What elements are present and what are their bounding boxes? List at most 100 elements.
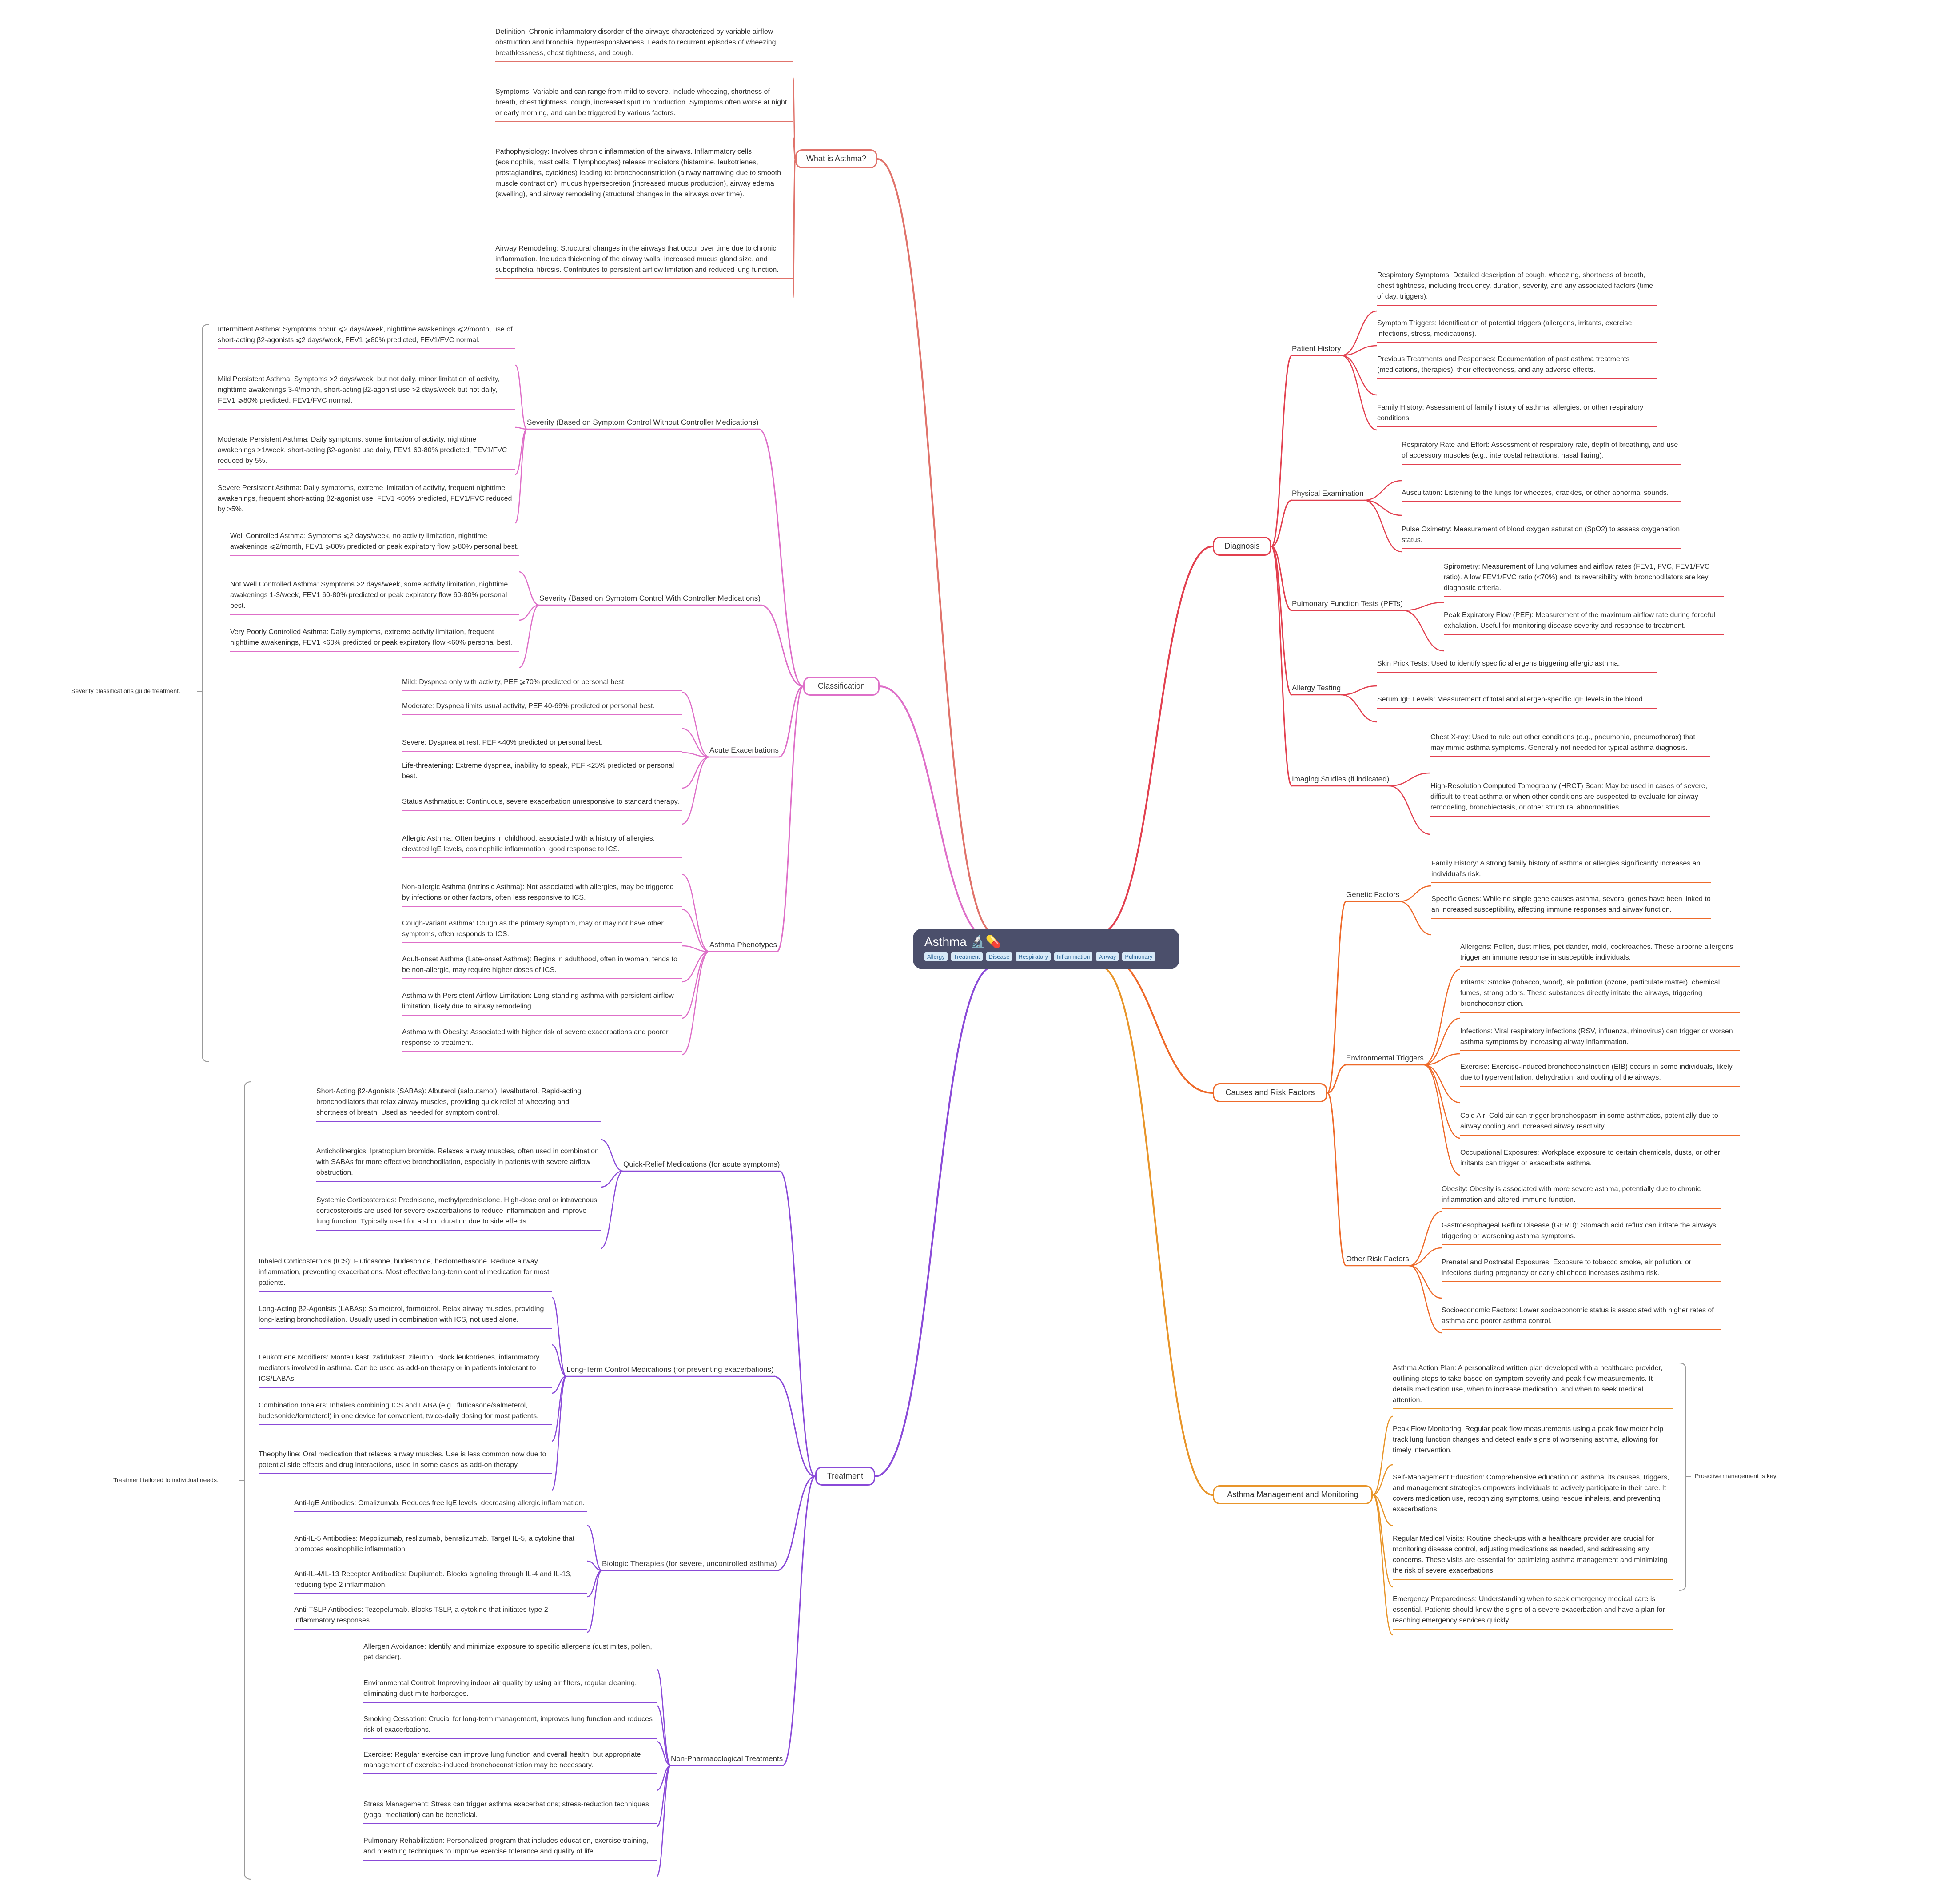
non-pharm-leaf[interactable]: Environmental Control: Improving indoor … bbox=[363, 1678, 657, 1703]
subtopic-longterm[interactable]: Long-Term Control Medications (for preve… bbox=[566, 1365, 774, 1374]
subtopic-imaging[interactable]: Imaging Studies (if indicated) bbox=[1292, 775, 1390, 783]
subtopic-genetic[interactable]: Genetic Factors bbox=[1346, 890, 1399, 899]
other-risk-leaf[interactable]: Obesity: Obesity is associated with more… bbox=[1442, 1184, 1721, 1209]
management-leaf[interactable]: Peak Flow Monitoring: Regular peak flow … bbox=[1393, 1424, 1673, 1459]
management-leaf[interactable]: Self-Management Education: Comprehensive… bbox=[1393, 1472, 1673, 1518]
subtopic-quick[interactable]: Quick-Relief Medications (for acute symp… bbox=[623, 1160, 780, 1168]
acute-leaf[interactable]: Status Asthmaticus: Continuous, severe e… bbox=[402, 797, 682, 811]
phenotypes-leaf[interactable]: Non-allergic Asthma (Intrinsic Asthma): … bbox=[402, 882, 682, 907]
severity-without-leaf[interactable]: Mild Persistent Asthma: Symptoms >2 days… bbox=[218, 374, 515, 410]
quick-relief-leaf[interactable]: Anticholinergics: Ipratropium bromide. R… bbox=[316, 1146, 601, 1182]
long-term-leaf[interactable]: Inhaled Corticosteroids (ICS): Fluticaso… bbox=[259, 1256, 552, 1292]
non-pharm-leaf[interactable]: Allergen Avoidance: Identify and minimiz… bbox=[363, 1642, 657, 1666]
other-risk-leaf[interactable]: Socioeconomic Factors: Lower socioeconom… bbox=[1442, 1305, 1721, 1330]
subtopic-allergy[interactable]: Allergy Testing bbox=[1292, 684, 1341, 692]
subtopic-acute[interactable]: Acute Exacerbations bbox=[709, 746, 779, 754]
acute-leaf[interactable]: Life-threatening: Extreme dyspnea, inabi… bbox=[402, 761, 682, 785]
tag-treatment[interactable]: Treatment bbox=[951, 952, 983, 961]
long-term-leaf[interactable]: Theophylline: Oral medication that relax… bbox=[259, 1449, 552, 1474]
genetic-leaf[interactable]: Family History: A strong family history … bbox=[1431, 858, 1711, 883]
main-topic-classification[interactable]: Classification bbox=[803, 677, 880, 696]
main-topic-diagnosis[interactable]: Diagnosis bbox=[1213, 537, 1271, 556]
phenotypes-leaf[interactable]: Asthma with Persistent Airflow Limitatio… bbox=[402, 991, 682, 1016]
management-leaf[interactable]: Asthma Action Plan: A personalized writt… bbox=[1393, 1363, 1673, 1409]
subtopic-phenotypes[interactable]: Asthma Phenotypes bbox=[709, 941, 777, 949]
main-topic-management[interactable]: Asthma Management and Monitoring bbox=[1213, 1485, 1373, 1504]
non-pharm-leaf[interactable]: Smoking Cessation: Crucial for long-term… bbox=[363, 1714, 657, 1739]
subtopic-physical[interactable]: Physical Examination bbox=[1292, 489, 1364, 498]
management-leaf[interactable]: Emergency Preparedness: Understanding wh… bbox=[1393, 1594, 1673, 1630]
phenotypes-leaf[interactable]: Adult-onset Asthma (Late-onset Asthma): … bbox=[402, 954, 682, 979]
long-term-leaf[interactable]: Leukotriene Modifiers: Montelukast, zafi… bbox=[259, 1352, 552, 1388]
allergy-testing-leaf[interactable]: Skin Prick Tests: Used to identify speci… bbox=[1377, 658, 1657, 673]
subtopic-pft[interactable]: Pulmonary Function Tests (PFTs) bbox=[1292, 599, 1403, 608]
patient-history-leaf[interactable]: Symptom Triggers: Identification of pote… bbox=[1377, 318, 1657, 343]
severity-without-leaf[interactable]: Moderate Persistent Asthma: Daily sympto… bbox=[218, 434, 515, 470]
what-leaf[interactable]: Airway Remodeling: Structural changes in… bbox=[495, 243, 793, 279]
acute-leaf[interactable]: Severe: Dyspnea at rest, PEF <40% predic… bbox=[402, 737, 682, 752]
tag-inflammation[interactable]: Inflammation bbox=[1054, 952, 1093, 961]
subtopic-nonpharm[interactable]: Non-Pharmacological Treatments bbox=[671, 1754, 783, 1763]
main-topic-treatment[interactable]: Treatment bbox=[815, 1467, 875, 1486]
non-pharm-leaf[interactable]: Pulmonary Rehabilitation: Personalized p… bbox=[363, 1836, 657, 1861]
environmental-leaf[interactable]: Infections: Viral respiratory infections… bbox=[1460, 1026, 1740, 1051]
severity-without-leaf[interactable]: Severe Persistent Asthma: Daily symptoms… bbox=[218, 483, 515, 518]
other-risk-leaf[interactable]: Gastroesophageal Reflux Disease (GERD): … bbox=[1442, 1220, 1721, 1245]
tag-pulmonary[interactable]: Pulmonary bbox=[1122, 952, 1155, 961]
main-topic-what[interactable]: What is Asthma? bbox=[795, 149, 877, 168]
subtopic-severity_with[interactable]: Severity (Based on Symptom Control With … bbox=[539, 594, 761, 602]
phenotypes-leaf[interactable]: Allergic Asthma: Often begins in childho… bbox=[402, 833, 682, 858]
biologic-leaf[interactable]: Anti-IgE Antibodies: Omalizumab. Reduces… bbox=[294, 1498, 587, 1512]
imaging-leaf[interactable]: Chest X-ray: Used to rule out other cond… bbox=[1430, 732, 1710, 757]
biologic-leaf[interactable]: Anti-TSLP Antibodies: Tezepelumab. Block… bbox=[294, 1605, 587, 1630]
environmental-leaf[interactable]: Exercise: Exercise-induced bronchoconstr… bbox=[1460, 1062, 1740, 1087]
subtopic-biologic[interactable]: Biologic Therapies (for severe, uncontro… bbox=[602, 1559, 777, 1568]
environmental-leaf[interactable]: Cold Air: Cold air can trigger bronchosp… bbox=[1460, 1111, 1740, 1136]
other-risk-leaf[interactable]: Prenatal and Postnatal Exposures: Exposu… bbox=[1442, 1257, 1721, 1282]
non-pharm-leaf[interactable]: Stress Management: Stress can trigger as… bbox=[363, 1799, 657, 1824]
severity-with-leaf[interactable]: Well Controlled Asthma: Symptoms ⩽2 days… bbox=[230, 531, 519, 556]
acute-leaf[interactable]: Moderate: Dyspnea limits usual activity,… bbox=[402, 701, 682, 715]
what-leaf[interactable]: Definition: Chronic inflammatory disorde… bbox=[495, 27, 793, 62]
severity-without-leaf[interactable]: Intermittent Asthma: Symptoms occur ⩽2 d… bbox=[218, 324, 515, 349]
main-topic-causes[interactable]: Causes and Risk Factors bbox=[1213, 1083, 1327, 1102]
tag-airway[interactable]: Airway bbox=[1096, 952, 1119, 961]
environmental-leaf[interactable]: Allergens: Pollen, dust mites, pet dande… bbox=[1460, 942, 1740, 967]
environmental-leaf[interactable]: Occupational Exposures: Workplace exposu… bbox=[1460, 1148, 1740, 1172]
severity-with-leaf[interactable]: Not Well Controlled Asthma: Symptoms >2 … bbox=[230, 579, 519, 615]
what-leaf[interactable]: Symptoms: Variable and can range from mi… bbox=[495, 87, 793, 122]
phenotypes-leaf[interactable]: Asthma with Obesity: Associated with hig… bbox=[402, 1027, 682, 1052]
tag-respiratory[interactable]: Respiratory bbox=[1016, 952, 1051, 961]
phenotypes-leaf[interactable]: Cough-variant Asthma: Cough as the prima… bbox=[402, 918, 682, 943]
environmental-leaf[interactable]: Irritants: Smoke (tobacco, wood), air po… bbox=[1460, 977, 1740, 1013]
biologic-leaf[interactable]: Anti-IL-4/IL-13 Receptor Antibodies: Dup… bbox=[294, 1569, 587, 1594]
pft-leaf[interactable]: Peak Expiratory Flow (PEF): Measurement … bbox=[1444, 610, 1724, 635]
genetic-leaf[interactable]: Specific Genes: While no single gene cau… bbox=[1431, 894, 1711, 919]
tag-disease[interactable]: Disease bbox=[986, 952, 1012, 961]
severity-with-leaf[interactable]: Very Poorly Controlled Asthma: Daily sym… bbox=[230, 627, 519, 652]
imaging-leaf[interactable]: High-Resolution Computed Tomography (HRC… bbox=[1430, 781, 1710, 817]
patient-history-leaf[interactable]: Previous Treatments and Responses: Docum… bbox=[1377, 354, 1657, 379]
physical-exam-leaf[interactable]: Respiratory Rate and Effort: Assessment … bbox=[1402, 440, 1681, 465]
long-term-leaf[interactable]: Long-Acting β2-Agonists (LABAs): Salmete… bbox=[259, 1304, 552, 1329]
patient-history-leaf[interactable]: Family History: Assessment of family his… bbox=[1377, 403, 1657, 427]
non-pharm-leaf[interactable]: Exercise: Regular exercise can improve l… bbox=[363, 1750, 657, 1774]
acute-leaf[interactable]: Mild: Dyspnea only with activity, PEF ⩾7… bbox=[402, 677, 682, 691]
management-leaf[interactable]: Regular Medical Visits: Routine check-up… bbox=[1393, 1534, 1673, 1580]
subtopic-history[interactable]: Patient History bbox=[1292, 344, 1341, 353]
pft-leaf[interactable]: Spirometry: Measurement of lung volumes … bbox=[1444, 562, 1724, 597]
long-term-leaf[interactable]: Combination Inhalers: Inhalers combining… bbox=[259, 1400, 552, 1425]
patient-history-leaf[interactable]: Respiratory Symptoms: Detailed descripti… bbox=[1377, 270, 1657, 306]
central-topic[interactable]: Asthma 🔬💊 Allergy Treatment Disease Resp… bbox=[913, 929, 1179, 969]
subtopic-other[interactable]: Other Risk Factors bbox=[1346, 1255, 1409, 1263]
tag-allergy[interactable]: Allergy bbox=[924, 952, 948, 961]
quick-relief-leaf[interactable]: Systemic Corticosteroids: Prednisone, me… bbox=[316, 1195, 601, 1231]
biologic-leaf[interactable]: Anti-IL-5 Antibodies: Mepolizumab, resli… bbox=[294, 1534, 587, 1558]
quick-relief-leaf[interactable]: Short-Acting β2-Agonists (SABAs): Albute… bbox=[316, 1086, 601, 1122]
subtopic-environmental[interactable]: Environmental Triggers bbox=[1346, 1054, 1424, 1062]
subtopic-severity_without[interactable]: Severity (Based on Symptom Control Witho… bbox=[527, 418, 759, 426]
what-leaf[interactable]: Pathophysiology: Involves chronic inflam… bbox=[495, 147, 793, 203]
physical-exam-leaf[interactable]: Auscultation: Listening to the lungs for… bbox=[1402, 488, 1681, 502]
physical-exam-leaf[interactable]: Pulse Oximetry: Measurement of blood oxy… bbox=[1402, 524, 1681, 549]
allergy-testing-leaf[interactable]: Serum IgE Levels: Measurement of total a… bbox=[1377, 694, 1657, 709]
